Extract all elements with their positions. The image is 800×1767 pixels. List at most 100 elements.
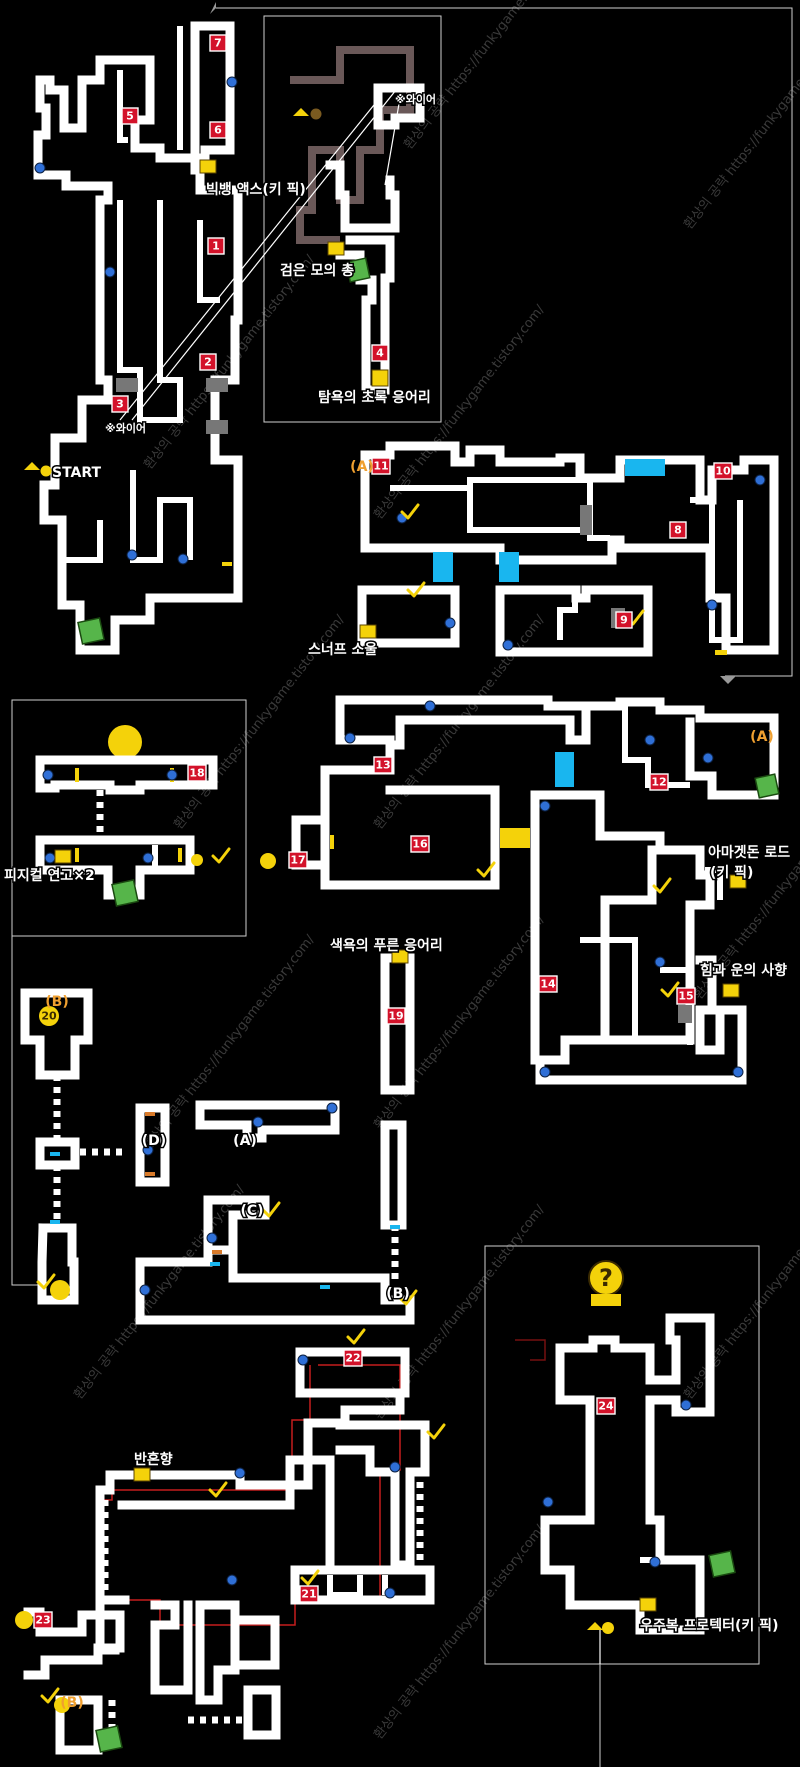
watermark: 환상의 공략 https://funkygame.tistory.com/ [681,1182,800,1403]
treasure-chest-icon[interactable] [327,241,345,256]
shadow-point-icon [234,1467,246,1479]
room-tags: 7 5 6 1 2 3 4 11 10 8 9 18 13 12 16 17 1… [33,34,733,1629]
stairs-up-icon [587,1622,603,1630]
shadow-point-icon [166,769,178,781]
orb-icon [310,108,322,120]
room-tag-8[interactable]: 8 [669,521,687,539]
treasure-chest-icon[interactable] [359,624,377,639]
inset-frame-physical [11,699,247,937]
save-room-icon[interactable] [708,1550,736,1578]
shadow-point-icon [139,1284,151,1296]
arrow-up-icon [210,2,216,14]
letter-b-marker: (B) [386,1286,409,1302]
room-tag-5[interactable]: 5 [121,107,139,125]
labels: START ※와이어 ※와이어 빅뱅 액스(키 픽) 검은 모의 총 탐욕의 초… [3,91,792,1636]
svg-text:23: 23 [35,1614,50,1627]
unknown-shadow-icon: ? [588,1260,624,1306]
letter-a-marker: (A) [350,459,374,475]
letter-c-marker: (C) [240,1203,263,1219]
stairs-icon [678,1005,692,1023]
letter-a-marker: (A) [233,1133,257,1149]
room-tag-15[interactable]: 15 [676,987,696,1005]
shadow-point-icon [177,553,189,565]
watermark: 환상의 공략 https://funkygame.tistory.com/ [71,1182,248,1403]
room-tag-21[interactable]: 21 [299,1585,319,1603]
treasure-chest-icon[interactable] [133,1467,151,1482]
room-tag-24[interactable]: 24 [596,1397,616,1415]
shadow-point-icon [297,1354,309,1366]
chests [54,159,747,1612]
checkmark-icon [211,847,231,864]
item-label-armageddon-key: (키 픽) [710,864,753,881]
room-tag-6[interactable]: 6 [209,121,227,139]
room-tag-3[interactable]: 3 [111,395,129,413]
item-label-hanhonhyang: 반혼향 [134,1451,173,1468]
checkmark-icon [652,877,672,894]
start-point-icon [40,465,52,477]
svg-text:4: 4 [376,347,384,360]
treasure-chest-icon[interactable] [199,159,217,174]
room-tag-2[interactable]: 2 [199,353,217,371]
shadow-point-icon [702,752,714,764]
svg-text:16: 16 [412,838,428,851]
checkmark-icon [426,1423,446,1440]
item-label-power-luck: 힘과 운의 사향 [700,962,787,979]
shadow-point-icon [649,1556,661,1568]
treasure-chest-icon[interactable] [722,983,740,998]
room-tag-13[interactable]: 13 [373,756,393,774]
room-tag-14[interactable]: 14 [538,975,558,993]
shadow-points [34,76,766,1599]
checkmark-icon [398,1289,418,1306]
treasure-chest-icon[interactable] [729,874,747,889]
checkmark-icon [476,861,496,878]
letter-b-marker: (B) [45,994,68,1010]
room-tag-11[interactable]: 11 [371,457,391,475]
watermark: 환상의 공략 https://funkygame.tistory.com/ [401,0,578,152]
svg-text:18: 18 [189,767,204,780]
shadow-point-icon [502,639,514,651]
save-room-icon[interactable] [111,879,139,907]
item-label-lust-blue: 색욕의 푸른 응어리 [330,937,443,954]
room-tag-17[interactable]: 17 [288,851,308,869]
save-room-icon[interactable] [345,257,371,283]
svg-text:17: 17 [290,854,305,867]
svg-text:13: 13 [375,759,390,772]
room-tag-20[interactable]: 20 [41,1010,57,1023]
room-tag-1[interactable]: 1 [207,237,225,255]
treasure-chest-icon[interactable] [371,369,389,387]
checkmark-icon [660,981,680,998]
area-4 [35,725,218,900]
room-tag-9[interactable]: 9 [615,611,633,629]
room-tag-18[interactable]: 18 [187,764,207,782]
room-tag-12[interactable]: 12 [649,773,669,791]
room-tag-10[interactable]: 10 [713,462,733,480]
stairs-icon [206,378,228,392]
room-tag-7[interactable]: 7 [209,34,227,52]
svg-text:?: ? [599,1264,613,1292]
treasure-chest-icon[interactable] [54,849,72,864]
checkmark-icon [300,1569,320,1586]
room-tag-19[interactable]: 19 [386,1007,406,1025]
room-tag-22[interactable]: 22 [343,1349,363,1367]
shadow-point-icon [42,769,54,781]
connector-frame [216,7,793,677]
area-6 [20,953,415,1325]
shadow-point-icon [539,1066,551,1078]
wire-leader [119,94,383,421]
wire-label: ※와이어 [105,421,146,435]
treasure-chest-icon[interactable] [391,949,409,964]
room-tag-23[interactable]: 23 [33,1611,53,1629]
letter-a-marker: (A) [750,729,774,745]
checkmark-icon [40,1687,60,1704]
checkmark-icon [400,503,420,520]
shadow-point-icon [444,617,456,629]
room-tag-4[interactable]: 4 [371,344,389,362]
shadow-point-icon [142,1144,154,1156]
room-tag-16[interactable]: 16 [410,835,430,853]
save-room-icon[interactable] [77,617,105,645]
save-room-icon[interactable] [754,773,780,799]
treasure-chest-icon[interactable] [639,1597,657,1612]
orb-icon [260,853,276,869]
shadow-point-icon [542,1496,554,1508]
save-room-icon[interactable] [95,1725,123,1753]
